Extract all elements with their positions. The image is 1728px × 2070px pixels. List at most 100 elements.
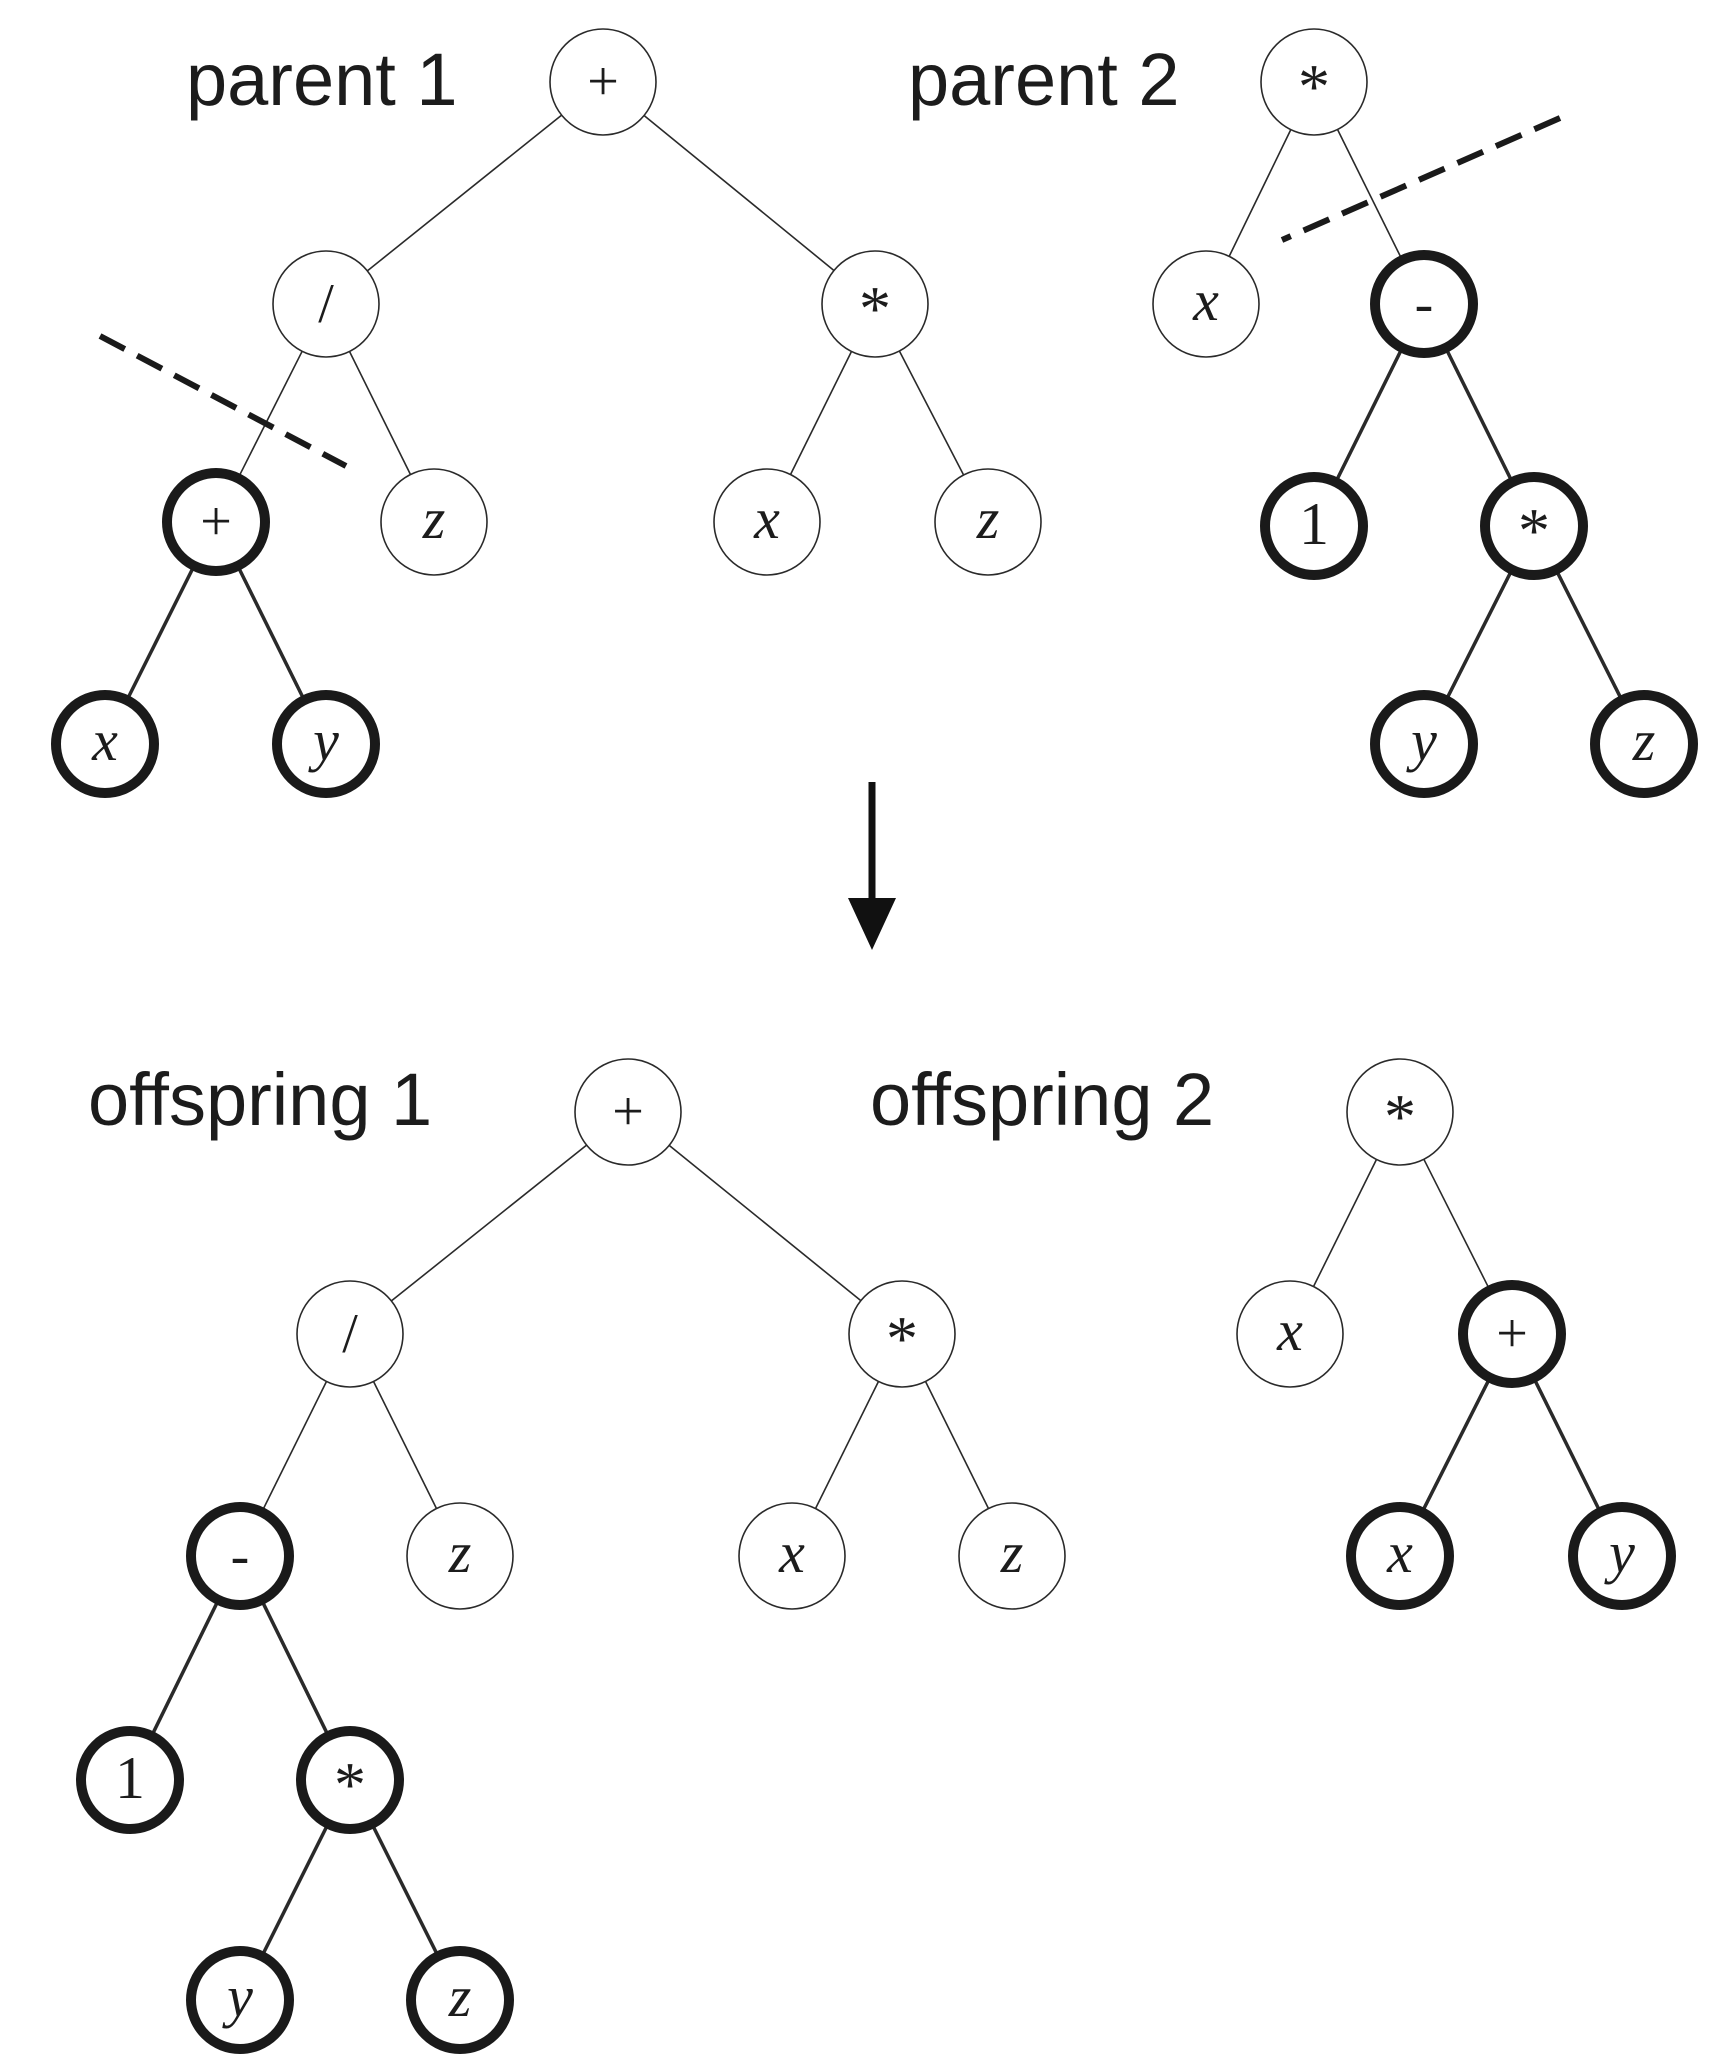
node-label: x (1192, 268, 1219, 333)
node-label: y (1604, 1520, 1635, 1585)
offspring2-node-plus: + (1458, 1280, 1566, 1388)
node-circle (1590, 690, 1698, 798)
offspring1-node-var-y: y (186, 1946, 294, 2054)
node-label: x (1276, 1298, 1303, 1363)
node-circle (713, 468, 821, 576)
node-label: y (222, 1964, 253, 2029)
offspring1-node-var-z: z (406, 1946, 514, 2054)
offspring2-edge-root-plus (1423, 1158, 1489, 1288)
offspring2-edge-root-x (1312, 1159, 1378, 1287)
node-circle (406, 1946, 514, 2054)
node-circle (406, 1502, 514, 1610)
node-label: x (1386, 1520, 1413, 1585)
node-label: z (1000, 1520, 1024, 1585)
parent1-edge-div-plus (239, 350, 303, 476)
parent1-edge-root-mul (643, 114, 835, 272)
parent1-node-plus: + (162, 468, 270, 576)
node-label: + (612, 1081, 644, 1143)
node-circle (1370, 690, 1478, 798)
parent1-node-divide: / (272, 250, 380, 358)
offspring2-node-times: * (1346, 1058, 1454, 1166)
offspring1-node-const-1: 1 (76, 1726, 184, 1834)
node-circle (1260, 28, 1368, 136)
parent1-edge-plus-x1 (127, 568, 194, 698)
parent2-edge-root-x (1228, 129, 1292, 257)
node-circle (51, 690, 159, 798)
node-label: y (308, 708, 339, 773)
node-label: * (1518, 495, 1550, 566)
parent2-edge-mul-y (1446, 572, 1512, 698)
node-label: x (753, 486, 780, 551)
offspring1-edge-mul-z2 (924, 1381, 990, 1509)
node-label: x (778, 1520, 805, 1585)
offspring1-node-var-z: z (958, 1502, 1066, 1610)
offspring2-edge-plus-x1 (1422, 1380, 1490, 1510)
parent1-edge-plus-y1 (237, 568, 305, 698)
node-label: + (200, 491, 232, 553)
crossover-cut-line-p2 (1280, 115, 1562, 243)
node-label: + (1496, 1303, 1528, 1365)
parent1-node-var-x: x (713, 468, 821, 576)
node-circle (958, 1502, 1066, 1610)
node-circle (1152, 250, 1260, 358)
parent2-edge-root-minus (1336, 129, 1402, 257)
node-circle (296, 1726, 404, 1834)
parent2-edge-minus-mul (1445, 350, 1513, 480)
node-circle (162, 468, 270, 576)
offspring1-node-divide: / (296, 1280, 404, 1388)
node-circle (1236, 1280, 1344, 1388)
offspring-2-title: offspring 2 (870, 1058, 1214, 1141)
offspring1-edge-minus-mul2 (261, 1602, 329, 1734)
node-circle (186, 1502, 294, 1610)
node-circle (1260, 472, 1368, 580)
offspring1-edge-div-z1 (372, 1381, 438, 1509)
node-label: / (342, 1303, 358, 1365)
offspring2-node-var-y: y (1568, 1502, 1676, 1610)
offspring1-edge-root-div (390, 1144, 588, 1302)
parent2-node-var-z: z (1590, 690, 1698, 798)
node-circle (934, 468, 1042, 576)
node-label: + (587, 51, 619, 113)
node-circle (186, 1946, 294, 2054)
node-label: - (1415, 273, 1434, 335)
down-arrow-icon (848, 782, 896, 950)
offspring1-edge-mul-x2 (814, 1381, 880, 1509)
node-circle (738, 1502, 846, 1610)
node-label: * (1298, 51, 1330, 122)
parent1-edge-div-z1 (348, 351, 412, 475)
offspring1-edge-root-mul (668, 1144, 862, 1302)
node-circle (272, 250, 380, 358)
node-label: z (976, 486, 1000, 551)
parent1-edge-root-div (366, 114, 563, 272)
parent2-edge-minus-one (1335, 350, 1403, 480)
node-label: * (886, 1303, 918, 1374)
offspring1-edge-div-minus (262, 1381, 328, 1509)
node-circle (296, 1280, 404, 1388)
parent1-edge-mul-z2 (898, 350, 965, 476)
node-label: - (231, 1525, 250, 1587)
node-label: 1 (1299, 491, 1329, 557)
crossover-cut-line-parent-1 (98, 333, 348, 469)
node-label: y (1406, 708, 1437, 773)
node-label: z (422, 486, 446, 551)
parent2-node-var-y: y (1370, 690, 1478, 798)
node-label: 1 (115, 1745, 145, 1811)
node-circle (1568, 1502, 1676, 1610)
node-circle (1346, 1058, 1454, 1166)
parent2-node-minus: - (1370, 250, 1478, 358)
parent1-node-times: * (821, 250, 929, 358)
node-circle (574, 1058, 682, 1166)
parent-1-title: parent 1 (186, 38, 458, 121)
node-circle (1370, 250, 1478, 358)
offspring2-node-var-x: x (1236, 1280, 1344, 1388)
offspring1-node-var-x: x (738, 1502, 846, 1610)
offspring1-edge-mul2-z (372, 1826, 438, 1954)
parent1-node-plus: + (549, 28, 657, 136)
parent2-edge-mul-z (1556, 572, 1622, 698)
node-circle (549, 28, 657, 136)
offspring1-edge-minus-one (151, 1602, 219, 1734)
offspring1-node-var-z: z (406, 1502, 514, 1610)
parent1-node-var-z: z (934, 468, 1042, 576)
